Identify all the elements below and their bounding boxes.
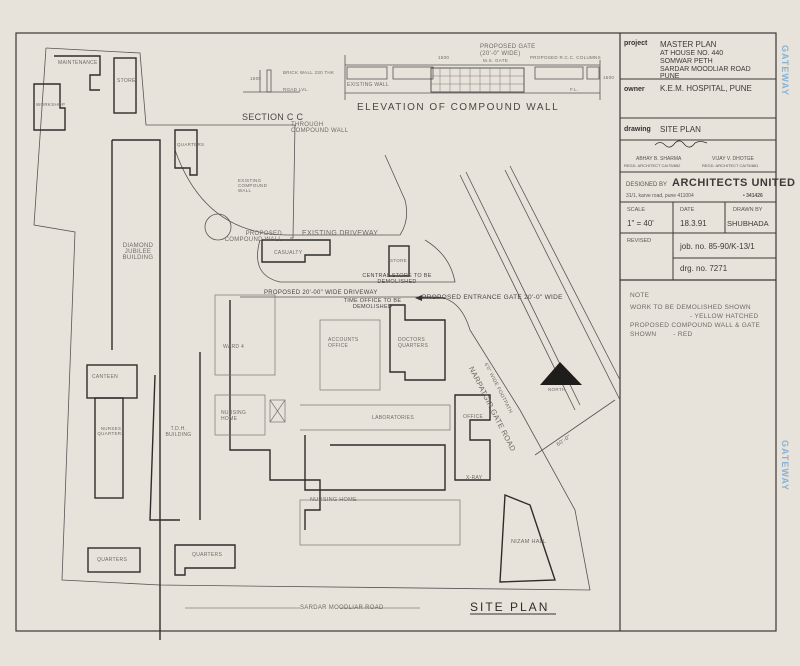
project-line: PUNE bbox=[660, 73, 680, 80]
label-diamond-jubilee: DIAMOND JUBILEE BUILDING bbox=[122, 243, 154, 261]
note-heading: NOTE bbox=[630, 292, 650, 299]
store-building bbox=[113, 57, 137, 114]
note-line: PROPOSED COMPOUND WALL & GATE bbox=[630, 322, 761, 329]
label-proposed-driveway: PROPOSED 20'-00" WIDE DRIVEWAY bbox=[264, 290, 378, 296]
project-line: MASTER PLAN bbox=[660, 40, 717, 49]
gateway-stamp: GATEWAY bbox=[780, 440, 790, 492]
project-line: AT HOUSE NO. 440 bbox=[660, 50, 724, 57]
diamond-jubilee bbox=[111, 139, 161, 640]
fl-label: F.L. bbox=[570, 87, 579, 92]
label-nizam-hall: NIZAM HALL bbox=[511, 539, 547, 545]
north-arrow-icon bbox=[540, 362, 582, 385]
road-level-label: ROAD LVL. bbox=[283, 87, 309, 92]
casualty-building bbox=[261, 239, 331, 263]
rcc-columns-label: PROPOSED R.C.C. COLUMNS bbox=[530, 55, 601, 60]
quarters-bottom-middle bbox=[174, 544, 236, 576]
note-line: WORK TO BE DEMOLISHED SHOWN bbox=[630, 304, 751, 311]
maintenance-building bbox=[54, 55, 101, 91]
elevation-title: ELEVATION OF COMPOUND WALL bbox=[357, 102, 560, 113]
road-label-sardar-moodliar: SARDAR MOODLIAR ROAD bbox=[300, 605, 384, 611]
quarters-bottom-left bbox=[87, 547, 141, 573]
label-doctors-quarters: DOCTORS QUARTERS bbox=[398, 337, 429, 349]
section-title: SECTION C C bbox=[242, 112, 304, 122]
section-subtitle: THROUGH COMPOUND WALL bbox=[291, 122, 349, 134]
label-quarters-bottom-left: QUARTERS bbox=[97, 557, 128, 563]
elevation-dimension: 1500 bbox=[603, 75, 615, 80]
label-accounts-office: ACCOUNTS OFFICE bbox=[328, 337, 359, 349]
revised-label: REVISED bbox=[627, 238, 652, 244]
doctors-quarters bbox=[389, 304, 446, 381]
label-existing-wall: EXISTING COMPOUND WALL bbox=[238, 178, 268, 193]
firm-phone: • 341426 bbox=[743, 193, 763, 199]
firm-name: ARCHITECTS UNITED bbox=[672, 177, 796, 189]
signature bbox=[654, 140, 708, 148]
note-line: SHOWN - RED bbox=[630, 331, 693, 338]
label-time-office: TIME OFFICE TO BE DEMOLISHED bbox=[343, 298, 402, 310]
note-line: - YELLOW HATCHED bbox=[690, 313, 759, 320]
drawn-by-label: DRAWN BY bbox=[733, 207, 763, 213]
project-line: SOMWAR PETH bbox=[660, 58, 713, 65]
architect-2: VIJAY V. DHOTGE bbox=[712, 156, 754, 162]
label-store: STORE bbox=[117, 78, 136, 84]
ms-gate-label: M.S. GATE bbox=[483, 58, 509, 63]
label-tdh-building: T.D.H. BUILDING bbox=[165, 426, 192, 438]
label-central-stores: CENTRAL STORE TO BE DEMOLISHED bbox=[362, 273, 432, 285]
workshop-building bbox=[33, 83, 66, 131]
section-dimension: 1500 bbox=[250, 76, 262, 81]
firm-address: 31/1, karve road, pune 411004 bbox=[626, 193, 694, 199]
architect-2-reg: REGD. ARCHITECT CA/75/861 bbox=[702, 163, 759, 168]
sheet-border bbox=[15, 32, 777, 632]
elevation-dimension: 1500 bbox=[438, 55, 450, 60]
date-label: DATE bbox=[680, 207, 695, 213]
project-label: project bbox=[624, 40, 648, 47]
date-value: 18.3.91 bbox=[680, 219, 707, 228]
label-xray: X-RAY bbox=[466, 475, 483, 481]
nizam-hall bbox=[499, 493, 556, 583]
scale-label: SCALE bbox=[627, 207, 646, 213]
label-existing-driveway: EXISTING DRIVEWAY bbox=[302, 230, 379, 237]
existing-wall-label: EXISTING WALL bbox=[347, 82, 390, 88]
owner-label: owner bbox=[624, 86, 645, 93]
drawing-value: SITE PLAN bbox=[660, 125, 701, 134]
architect-1-reg: REGD. ARCHITECT CA/75/852 bbox=[624, 163, 681, 168]
label-quarters-top: QUARTERS bbox=[177, 142, 205, 147]
drawing-label: drawing bbox=[624, 126, 651, 133]
label-nursing-home-1: NURSING HOME bbox=[221, 410, 247, 422]
xray-building bbox=[454, 394, 491, 481]
scale-value: 1" = 40' bbox=[627, 219, 654, 228]
brick-wall-label: BRICK WALL 230 THK bbox=[283, 70, 335, 75]
store2-building bbox=[388, 245, 410, 277]
label-nursing-home-2: NURSING HOME bbox=[310, 497, 357, 503]
project-line: SARDAR MOODLIAR ROAD bbox=[660, 66, 751, 73]
label-office: OFFICE bbox=[463, 414, 484, 420]
label-ward-4: WARD 4 bbox=[223, 344, 245, 350]
site-plan-title: SITE PLAN bbox=[470, 600, 550, 614]
drawing-number: drg. no. 7271 bbox=[680, 264, 728, 273]
architect-1: ABHAY B. SHARMA bbox=[636, 156, 682, 162]
north-label: NORTH bbox=[548, 387, 566, 392]
owner-value: K.E.M. HOSPITAL, PUNE bbox=[660, 84, 752, 93]
label-nurses-quarters: NURSES QUARTERS bbox=[97, 426, 125, 436]
label-casualty: CASUALTY bbox=[274, 250, 303, 256]
quarters-top bbox=[174, 129, 198, 176]
proposed-gate-label: PROPOSED GATE bbox=[480, 44, 536, 50]
job-number: job. no. 85-90/K-13/1 bbox=[680, 242, 755, 251]
label-quarters-bottom-middle: QUARTERS bbox=[192, 552, 223, 558]
label-laboratories: LABORATORIES bbox=[372, 415, 415, 421]
designed-by-label: DESIGNED BY bbox=[626, 182, 668, 188]
nurses-quarters bbox=[94, 397, 124, 499]
label-store2: STORE bbox=[390, 258, 407, 263]
drawn-by-value: SHUBHADA bbox=[727, 219, 769, 228]
label-maintenance: MAINTENANCE bbox=[58, 60, 98, 66]
label-entrance-gate: PROPOSED ENTRANCE GATE 20'-0" WIDE bbox=[422, 294, 563, 301]
gateway-stamp: GATEWAY bbox=[780, 45, 790, 97]
label-canteen: CANTEEN bbox=[92, 374, 118, 380]
label-proposed-compound-wall: PROPOSED COMPOUND WALL bbox=[224, 231, 282, 243]
label-workshop: WORKSHOP bbox=[36, 102, 66, 107]
gate-width-label: (20'-0" WIDE) bbox=[480, 51, 521, 57]
